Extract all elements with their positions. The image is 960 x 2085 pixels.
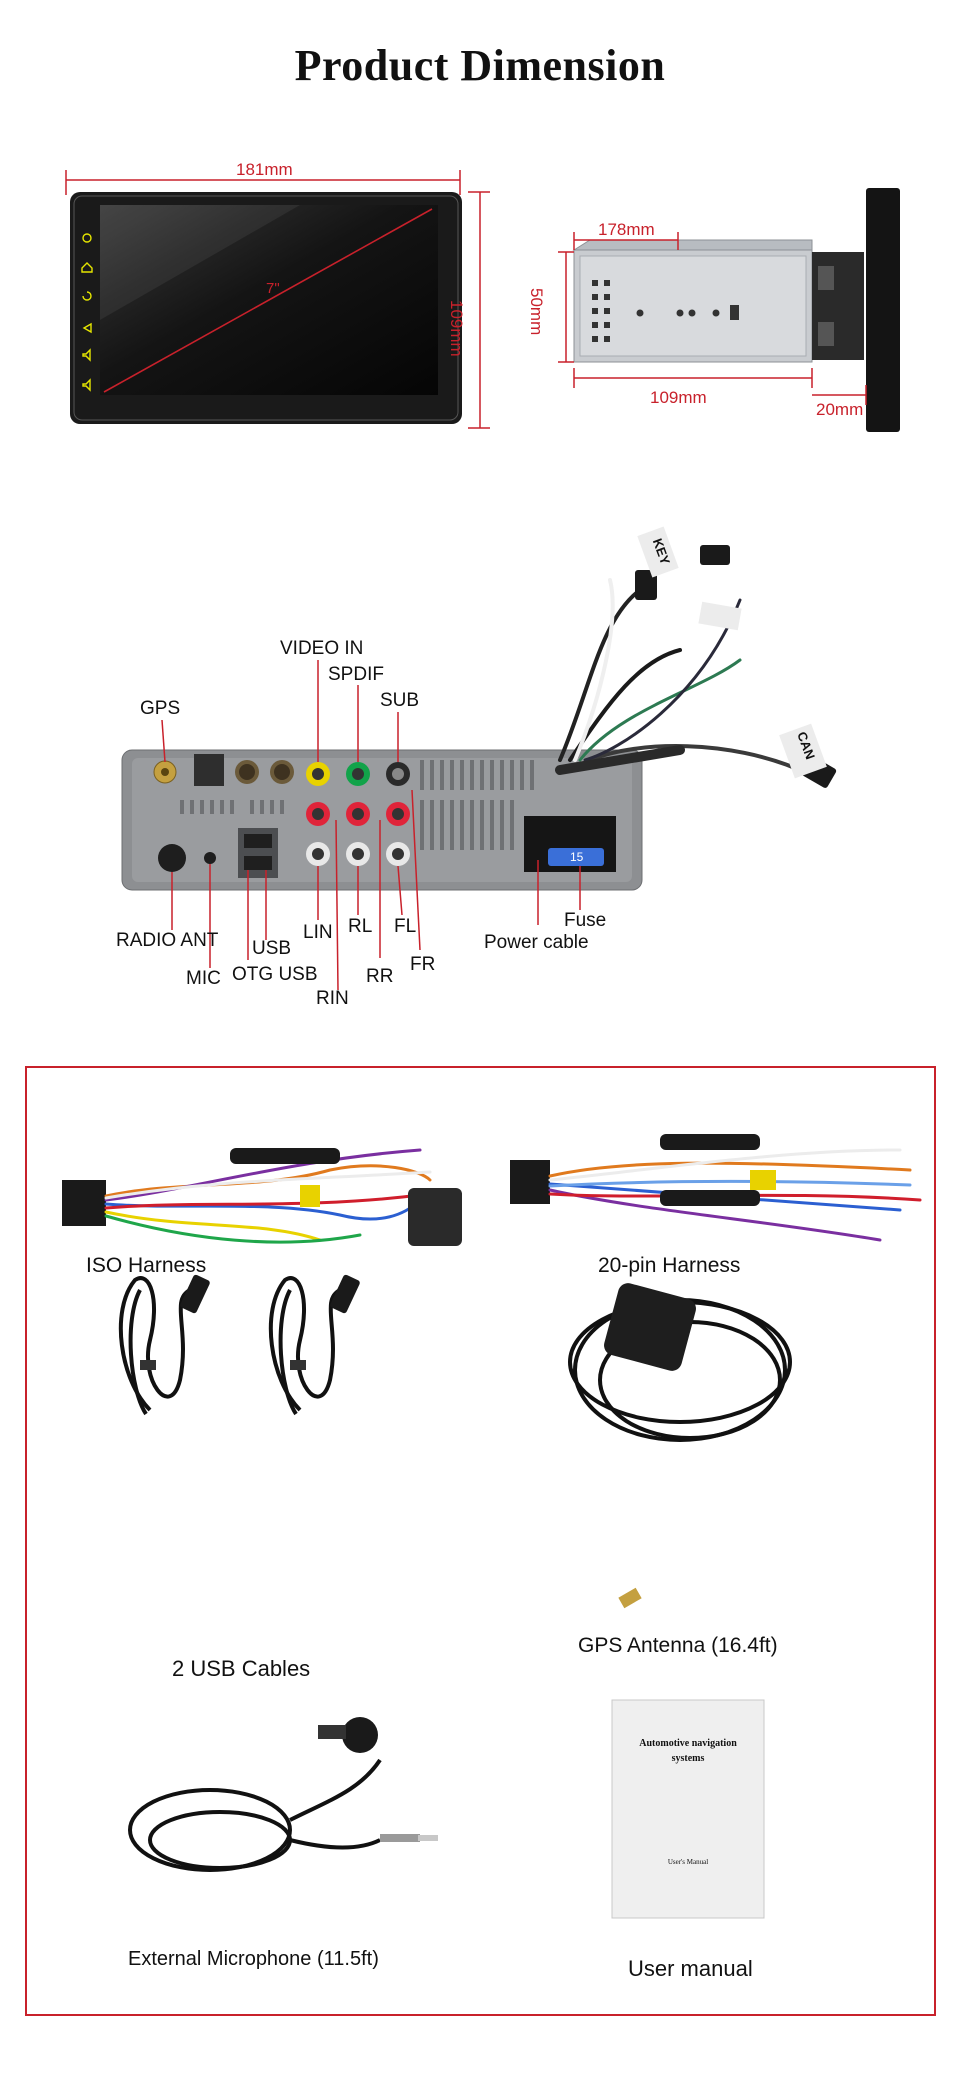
- manual-cover-title: Automotive navigation systems: [639, 1738, 737, 1764]
- fl-port-label: FL: [394, 916, 417, 937]
- side-view-illustration: [558, 188, 900, 432]
- video-in-port-label: VIDEO IN: [280, 638, 364, 659]
- spdif-port-label: SPDIF: [328, 664, 384, 685]
- accessory-label: 20-pin Harness: [598, 1254, 741, 1277]
- mic-port-label: MIC: [186, 968, 221, 989]
- rin-port-label: RIN: [316, 988, 349, 1009]
- rl-port-label: RL: [348, 916, 373, 937]
- panel-depth-label: 20mm: [816, 400, 864, 419]
- accessory-label: User manual: [628, 1956, 753, 1981]
- fuse-value: 15: [570, 850, 584, 864]
- front-view-illustration: [65, 170, 490, 429]
- rr-port-label: RR: [366, 966, 394, 987]
- diagonal-label: 7": [266, 280, 280, 297]
- accessory-label: GPS Antenna (16.4ft): [578, 1634, 778, 1657]
- power-cable-label: Power cable: [484, 932, 589, 953]
- gps-port-label: GPS: [140, 698, 181, 719]
- radio-ant-port-label: RADIO ANT: [116, 930, 219, 951]
- lin-port-label: LIN: [303, 922, 333, 943]
- otg-usb-port-label: OTG USB: [232, 964, 318, 985]
- manual-cover-subtitle: User's Manual: [667, 1858, 709, 1866]
- page-title: Product Dimension: [294, 41, 666, 90]
- sub-port-label: SUB: [380, 690, 420, 711]
- chassis-depth-label: 178mm: [598, 220, 655, 239]
- accessory-label: ISO Harness: [86, 1254, 207, 1277]
- accessories-panel: [25, 1066, 936, 2016]
- width-dimension-label: 181mm: [236, 160, 293, 179]
- rear-panel-illustration: [121, 526, 837, 991]
- accessory-label: 2 USB Cables: [172, 1656, 311, 1681]
- fr-port-label: FR: [410, 954, 436, 975]
- accessory-label: External Microphone (11.5ft): [128, 1948, 379, 1970]
- usb-port-label: USB: [252, 938, 292, 959]
- fuse-label: Fuse: [564, 910, 607, 931]
- chassis-width-label: 109mm: [650, 388, 707, 407]
